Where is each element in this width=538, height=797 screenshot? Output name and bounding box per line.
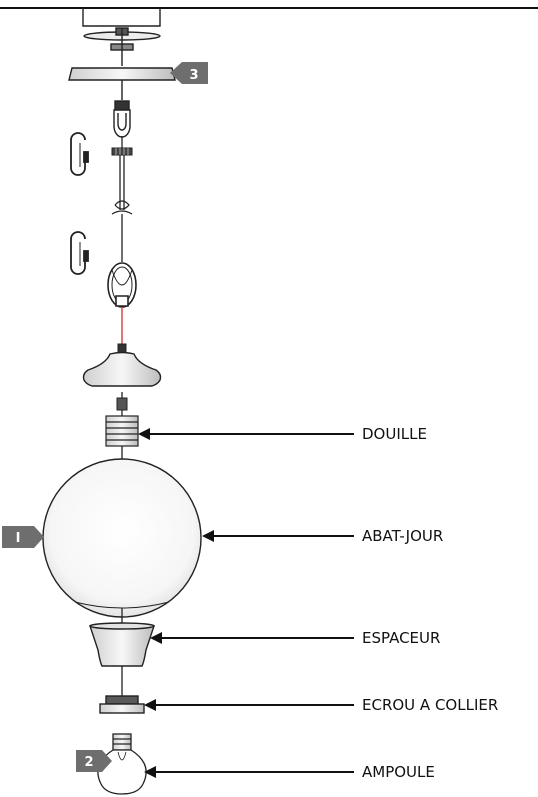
mounting-bracket <box>82 8 161 66</box>
canopy-plate <box>68 67 176 100</box>
label-douille: DOUILLE <box>362 425 427 443</box>
coupling-nut <box>111 147 133 156</box>
badge-shade: I <box>2 526 44 548</box>
label-ecrou-a-collier: ECROU A COLLIER <box>362 696 499 714</box>
suspension-wire <box>111 136 133 262</box>
globe-shade <box>42 458 202 618</box>
spacer <box>89 622 155 667</box>
leader-arrows <box>138 428 354 778</box>
socket <box>105 415 139 447</box>
badge-shade-number: I <box>16 531 21 546</box>
badge-canopy: 3 <box>170 62 208 84</box>
badge-canopy-number: 3 <box>189 68 198 83</box>
badge-bulb-number: 2 <box>84 755 93 770</box>
fitter-cap <box>82 351 162 387</box>
label-ampoule: AMPOULE <box>362 763 435 781</box>
cord-loop <box>107 262 137 308</box>
s-hook-lower <box>70 231 89 275</box>
label-espaceur: ESPACEUR <box>362 629 441 647</box>
label-abat-jour: ABAT-JOUR <box>362 527 444 545</box>
s-hook-upper <box>70 132 89 176</box>
badge-bulb: 2 <box>76 750 112 772</box>
ring-nut <box>99 695 145 714</box>
loop-fitting <box>113 100 131 138</box>
